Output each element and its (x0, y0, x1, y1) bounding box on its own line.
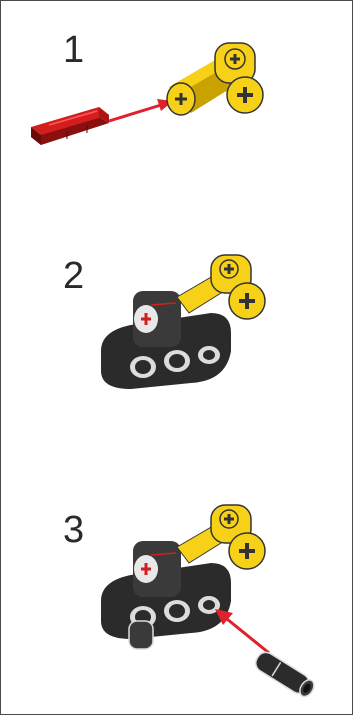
step-2: 2 (1, 221, 352, 421)
step-1: 1 (1, 1, 352, 201)
assembled-beam-icon (1, 221, 352, 421)
step-3: 3 (1, 471, 352, 714)
black-pin-icon (1, 471, 352, 714)
yellow-axle-connector-icon (1, 1, 352, 201)
